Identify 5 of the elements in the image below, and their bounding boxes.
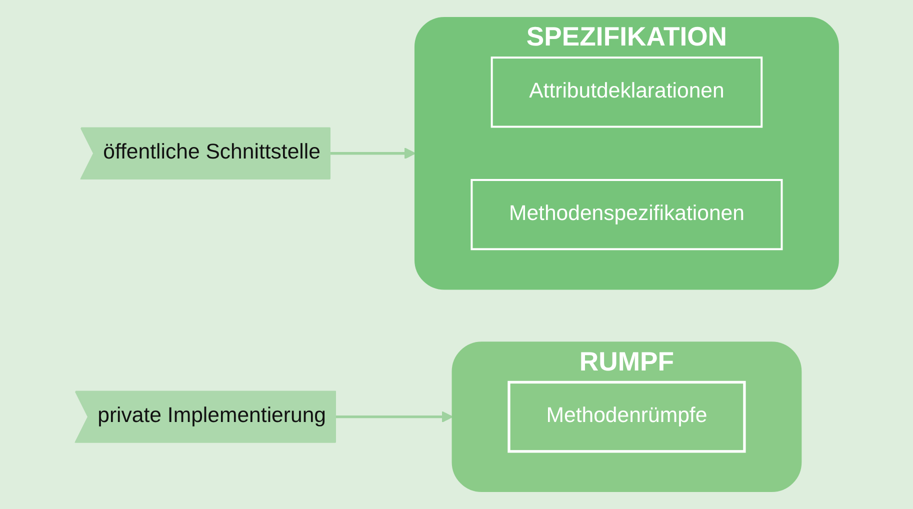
node-box: Methodenspezifikationen: [470, 178, 782, 250]
node-box: Methodenrümpfe: [507, 380, 746, 453]
arrow: [334, 410, 452, 423]
node-box: Attributdeklarationen: [490, 56, 762, 128]
arrow: [329, 148, 416, 160]
